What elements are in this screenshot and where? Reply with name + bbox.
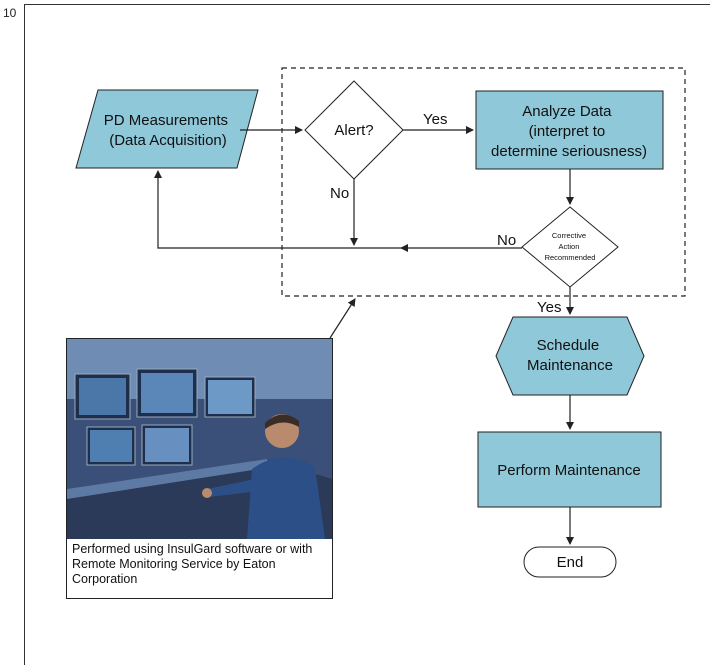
corrective-yes-label: Yes [537,299,561,316]
alert-label: Alert? [334,122,373,139]
corrective-action-line-2: Action [559,242,580,251]
page-frame [24,4,710,665]
page-number: 10 [3,6,17,20]
photo-panel: Performed using InsulGard software or wi… [66,338,333,599]
control-room-photo [67,339,332,539]
pd-measurements-node [75,89,259,169]
end-node [523,546,617,578]
edge-photo-to-region [329,298,356,339]
analyze-data-line-2: (interpret to [529,123,606,140]
pd-measurements-label: PD Measurements (Data Acquisition) [104,112,232,149]
corrective-action-line-1: Corrective [552,231,586,240]
end-label: End [557,554,584,571]
schedule-maintenance-label: Schedule Maintenance [527,337,613,374]
schedule-maintenance-node [495,316,645,396]
control-room-illustration [67,339,332,539]
analyze-data-node [475,90,664,170]
edge-feedback-to-pd [154,170,401,249]
photo-caption: Performed using InsulGard software or wi… [72,542,313,586]
pd-measurements-line-1: PD Measurements [104,112,228,129]
analyze-data-label: Analyze Data (interpret to determine ser… [491,103,647,160]
schedule-maintenance-line-2: Maintenance [527,357,613,374]
perform-maintenance-node [477,431,662,508]
corrective-action-line-3: Recommended [545,253,596,262]
pd-measurements-line-2: (Data Acquisition) [109,132,227,149]
corrective-no-label: No [497,232,516,249]
alert-yes-label: Yes [423,111,447,128]
perform-maintenance-label: Perform Maintenance [497,462,640,479]
analyze-data-line-1: Analyze Data [522,103,612,120]
monitoring-region-box [281,67,686,297]
corrective-action-label: Corrective Action Recommended [545,231,596,262]
alert-no-label: No [330,185,349,202]
schedule-maintenance-line-1: Schedule [537,337,600,354]
analyze-data-line-3: determine seriousness) [491,143,647,160]
